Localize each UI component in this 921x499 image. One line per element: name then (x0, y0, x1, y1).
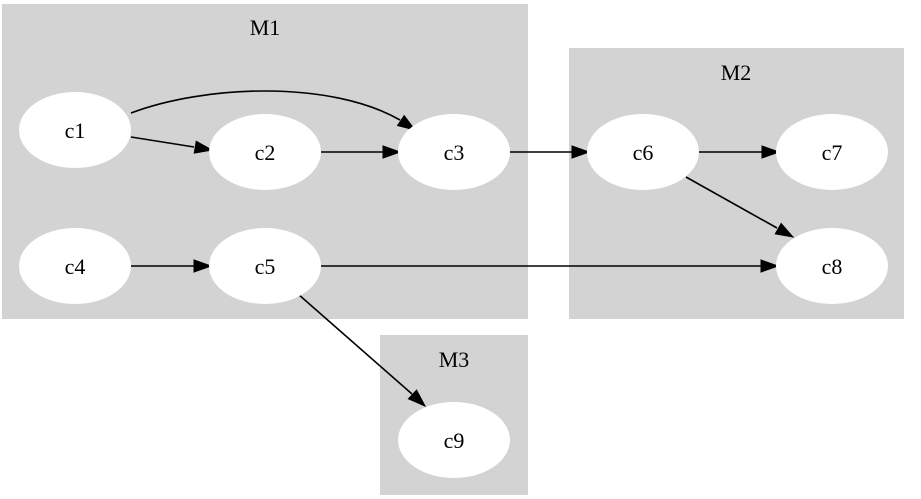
node-c9-label: c9 (444, 428, 465, 453)
edge-c4-c5 (131, 259, 213, 273)
node-c6[interactable]: c6 (587, 114, 699, 190)
node-c4-label: c4 (65, 254, 86, 279)
node-c5-shape[interactable] (209, 228, 321, 304)
node-c2[interactable]: c2 (209, 114, 321, 190)
node-c1-shape[interactable] (19, 92, 131, 168)
edge-c1-c3 (130, 90, 417, 131)
edge-c6-c8-line (685, 176, 778, 229)
cluster-m2-label: M2 (721, 60, 752, 85)
edge-c1-c2-line (130, 136, 195, 148)
node-c7[interactable]: c7 (776, 114, 888, 190)
edge-c3-c6-arrowhead (571, 145, 591, 159)
node-c2-shape[interactable] (209, 114, 321, 190)
node-c8[interactable]: c8 (776, 228, 888, 304)
edge-c5-c9-line (297, 293, 413, 395)
edge-c1-c3-arrowhead (396, 114, 417, 131)
edge-c1-c2 (130, 136, 214, 154)
edge-c1-c2-arrowhead (193, 140, 214, 154)
node-c4-shape[interactable] (19, 228, 131, 304)
edge-c6-c7 (699, 145, 781, 159)
edge-c2-c3 (321, 145, 402, 159)
cluster-m1-label: M1 (250, 15, 281, 40)
nodes-layer: c1 c2 c3 c4 c5 c6 c7 c8 (19, 92, 888, 478)
edge-c6-c8-arrowhead (774, 222, 795, 238)
node-c2-label: c2 (255, 140, 276, 165)
node-c5[interactable]: c5 (209, 228, 321, 304)
node-c3-label: c3 (444, 140, 465, 165)
edge-c2-c3-arrowhead (382, 145, 402, 159)
node-c6-label: c6 (633, 140, 654, 165)
node-c7-label: c7 (822, 140, 843, 165)
node-c6-shape[interactable] (587, 114, 699, 190)
edge-c3-c6 (510, 145, 591, 159)
edge-c5-c8-arrowhead (760, 259, 780, 273)
node-c1-label: c1 (65, 118, 86, 143)
node-c5-label: c5 (255, 254, 276, 279)
edge-c4-c5-arrowhead (193, 259, 213, 273)
node-c7-shape[interactable] (776, 114, 888, 190)
edge-c5-c9 (297, 293, 427, 408)
cluster-m3-label: M3 (439, 347, 470, 372)
edge-c1-c3-line (130, 90, 401, 121)
edge-c6-c8 (685, 176, 795, 238)
node-c9[interactable]: c9 (398, 402, 510, 478)
node-c1[interactable]: c1 (19, 92, 131, 168)
edge-c5-c8 (321, 259, 780, 273)
node-c4[interactable]: c4 (19, 228, 131, 304)
edge-c6-c7-arrowhead (761, 145, 781, 159)
node-c3[interactable]: c3 (398, 114, 510, 190)
node-c9-shape[interactable] (398, 402, 510, 478)
node-c8-label: c8 (822, 254, 843, 279)
edge-c5-c9-arrowhead (407, 389, 427, 408)
node-c3-shape[interactable] (398, 114, 510, 190)
edges-layer (130, 90, 795, 408)
node-c8-shape[interactable] (776, 228, 888, 304)
